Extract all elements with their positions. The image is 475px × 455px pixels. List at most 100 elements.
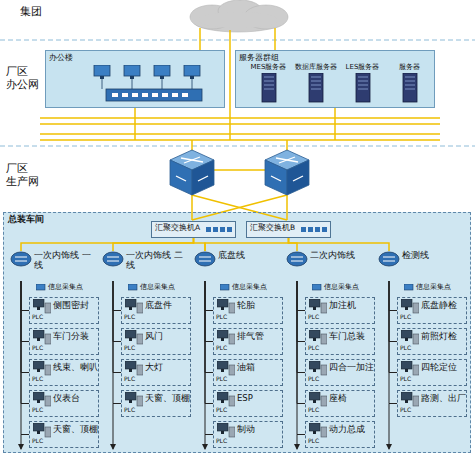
monitor-stand	[129, 400, 132, 403]
monitor-stand	[405, 307, 408, 310]
line-text: 二次内饰线	[310, 251, 372, 261]
plc-icon	[45, 427, 51, 437]
station-node: PLC加注机	[305, 297, 375, 324]
cloud	[190, 0, 288, 32]
station-text: PLC	[308, 407, 319, 414]
server-icon	[400, 73, 420, 103]
station-icon	[217, 330, 235, 345]
line-text: 一次内饰线 一线	[34, 251, 96, 271]
station-device: PLC	[308, 392, 328, 416]
server-icon-holder	[400, 73, 420, 103]
station-text: 路测、出厂	[421, 394, 466, 404]
connector	[297, 281, 305, 435]
monitor-stand	[37, 431, 40, 434]
connector	[21, 281, 29, 435]
station-icon	[217, 423, 235, 438]
group-text: 服务器群组	[239, 53, 279, 62]
server-text: MES服务器	[251, 63, 287, 71]
monitor-stand	[129, 338, 132, 341]
station-node: PLC车门分装	[29, 328, 99, 355]
plc-icon	[413, 396, 419, 406]
station-text: 制动	[237, 425, 282, 435]
connector	[21, 281, 29, 311]
line-node: 二次内饰线	[285, 251, 373, 281]
monitor-icon	[309, 392, 320, 400]
monitor-icon	[217, 392, 228, 400]
zone-label: 厂区 办公网	[6, 66, 42, 91]
station-device: PLC	[216, 361, 236, 385]
pc-icon	[220, 284, 229, 290]
station-text: PLC	[400, 407, 411, 414]
office-devices	[86, 65, 222, 105]
plc-icon	[413, 303, 419, 313]
monitor-icon	[125, 330, 136, 338]
connector	[21, 238, 194, 251]
station-text: 大灯	[145, 363, 190, 373]
station-text: PLC	[400, 376, 411, 383]
switch-port	[152, 93, 158, 97]
switch-icon	[103, 252, 123, 266]
region-text: 总装车间	[8, 215, 44, 225]
backbone-lines	[40, 28, 440, 220]
pc-icon	[160, 76, 164, 79]
monitor-icon	[217, 299, 228, 307]
connector	[389, 281, 397, 342]
server-slot	[311, 85, 321, 86]
station-text: 底盘静检	[421, 301, 466, 311]
station-text: 加注机	[329, 301, 374, 311]
station-node: PLC轮胎	[213, 297, 283, 324]
connector	[297, 281, 305, 404]
station-text: 底盘件	[145, 301, 190, 311]
station-icon	[125, 392, 143, 407]
monitor-stand	[405, 400, 408, 403]
switch-arrow	[291, 261, 303, 262]
bus-arrow	[297, 435, 298, 450]
station-text: 四轮定位	[421, 363, 466, 373]
station-node: PLC底盘件	[121, 297, 191, 324]
info-point-label: 信息采集点	[416, 283, 451, 291]
station-node: PLC 路测、出厂	[397, 390, 467, 417]
station-text: PLC	[32, 438, 43, 445]
pc-icon	[404, 284, 413, 290]
monitor-stand	[129, 307, 132, 310]
bus-arrow	[21, 435, 22, 450]
pc-icon	[100, 76, 104, 79]
server-icon-holder	[353, 73, 373, 103]
connector	[205, 281, 213, 435]
station-device: PLC	[32, 392, 52, 416]
station-node: PLC前照灯检	[397, 328, 467, 355]
station-icon	[401, 299, 419, 314]
switch-port	[227, 227, 232, 232]
station-node: PLC油箱	[213, 359, 283, 386]
plc-icon	[229, 303, 235, 313]
switch-port	[112, 93, 118, 97]
server-icon	[309, 73, 323, 102]
station-node: PLC风门	[121, 328, 191, 355]
station-text: PLC	[216, 314, 227, 321]
station-node: PLC四合一加注	[305, 359, 375, 386]
station-node: PLC线束、喇叭	[29, 359, 99, 386]
switch-port	[322, 227, 327, 232]
monitor-stand	[221, 307, 224, 310]
station-icon	[33, 361, 51, 376]
station-text: 仪表台	[53, 394, 98, 404]
workshop-ground	[3, 212, 471, 453]
switch-arrow	[383, 261, 395, 262]
monitor-icon	[33, 423, 44, 431]
pc-icon	[130, 76, 134, 79]
server-slot	[264, 89, 274, 90]
station-device: PLC	[216, 330, 236, 354]
station-node: PLC制动	[213, 421, 283, 448]
monitor-stand	[405, 338, 408, 341]
plc-icon	[321, 396, 327, 406]
server-icon-holder	[259, 73, 279, 103]
server-slot	[264, 77, 274, 78]
switch-port	[122, 93, 128, 97]
station-device: PLC	[308, 330, 328, 354]
station-device: PLC	[308, 299, 328, 323]
switch-port	[213, 227, 218, 232]
server-text: 数据库服务器	[295, 63, 337, 71]
station-text: 四合一加注	[329, 363, 374, 373]
station-node: PLC座椅	[305, 390, 375, 417]
connector	[297, 281, 305, 373]
